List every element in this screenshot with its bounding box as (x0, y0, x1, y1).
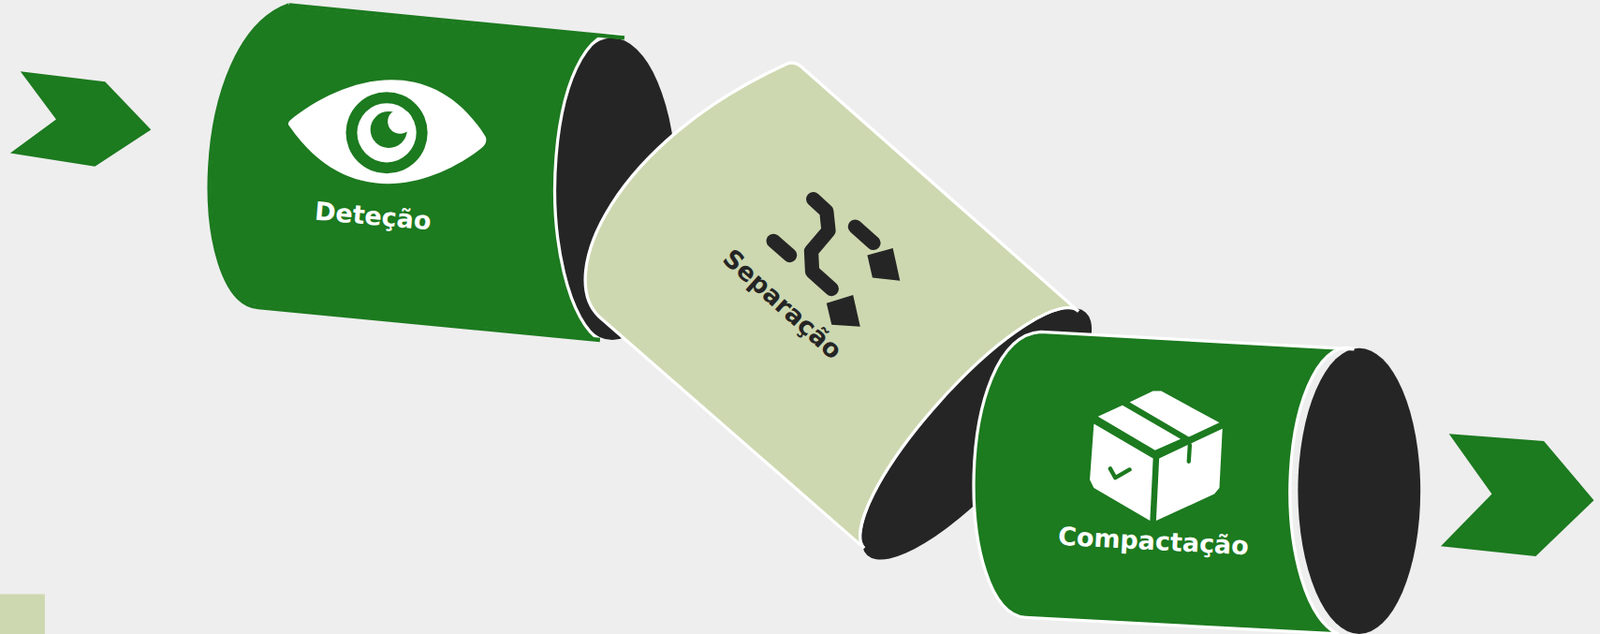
input-chevron (10, 71, 151, 166)
eye-icon (288, 79, 486, 184)
output-chevron (1440, 433, 1594, 557)
compaction-cylinder (973, 331, 1354, 634)
detection-cylinder (209, 5, 625, 340)
box-icon (1089, 391, 1223, 521)
process-label: Deteção (308, 194, 436, 237)
process-label: Compactação (1053, 520, 1253, 563)
stage-name: Deteção (313, 197, 433, 235)
stage-name: Separação (718, 244, 848, 366)
corner-square (0, 593, 45, 634)
stage-name: Compactação (1056, 522, 1249, 560)
cylinder-end (1297, 348, 1421, 634)
process-label: Separação (713, 239, 852, 368)
separation-icon (773, 199, 874, 290)
cylinder-edge (209, 5, 625, 340)
